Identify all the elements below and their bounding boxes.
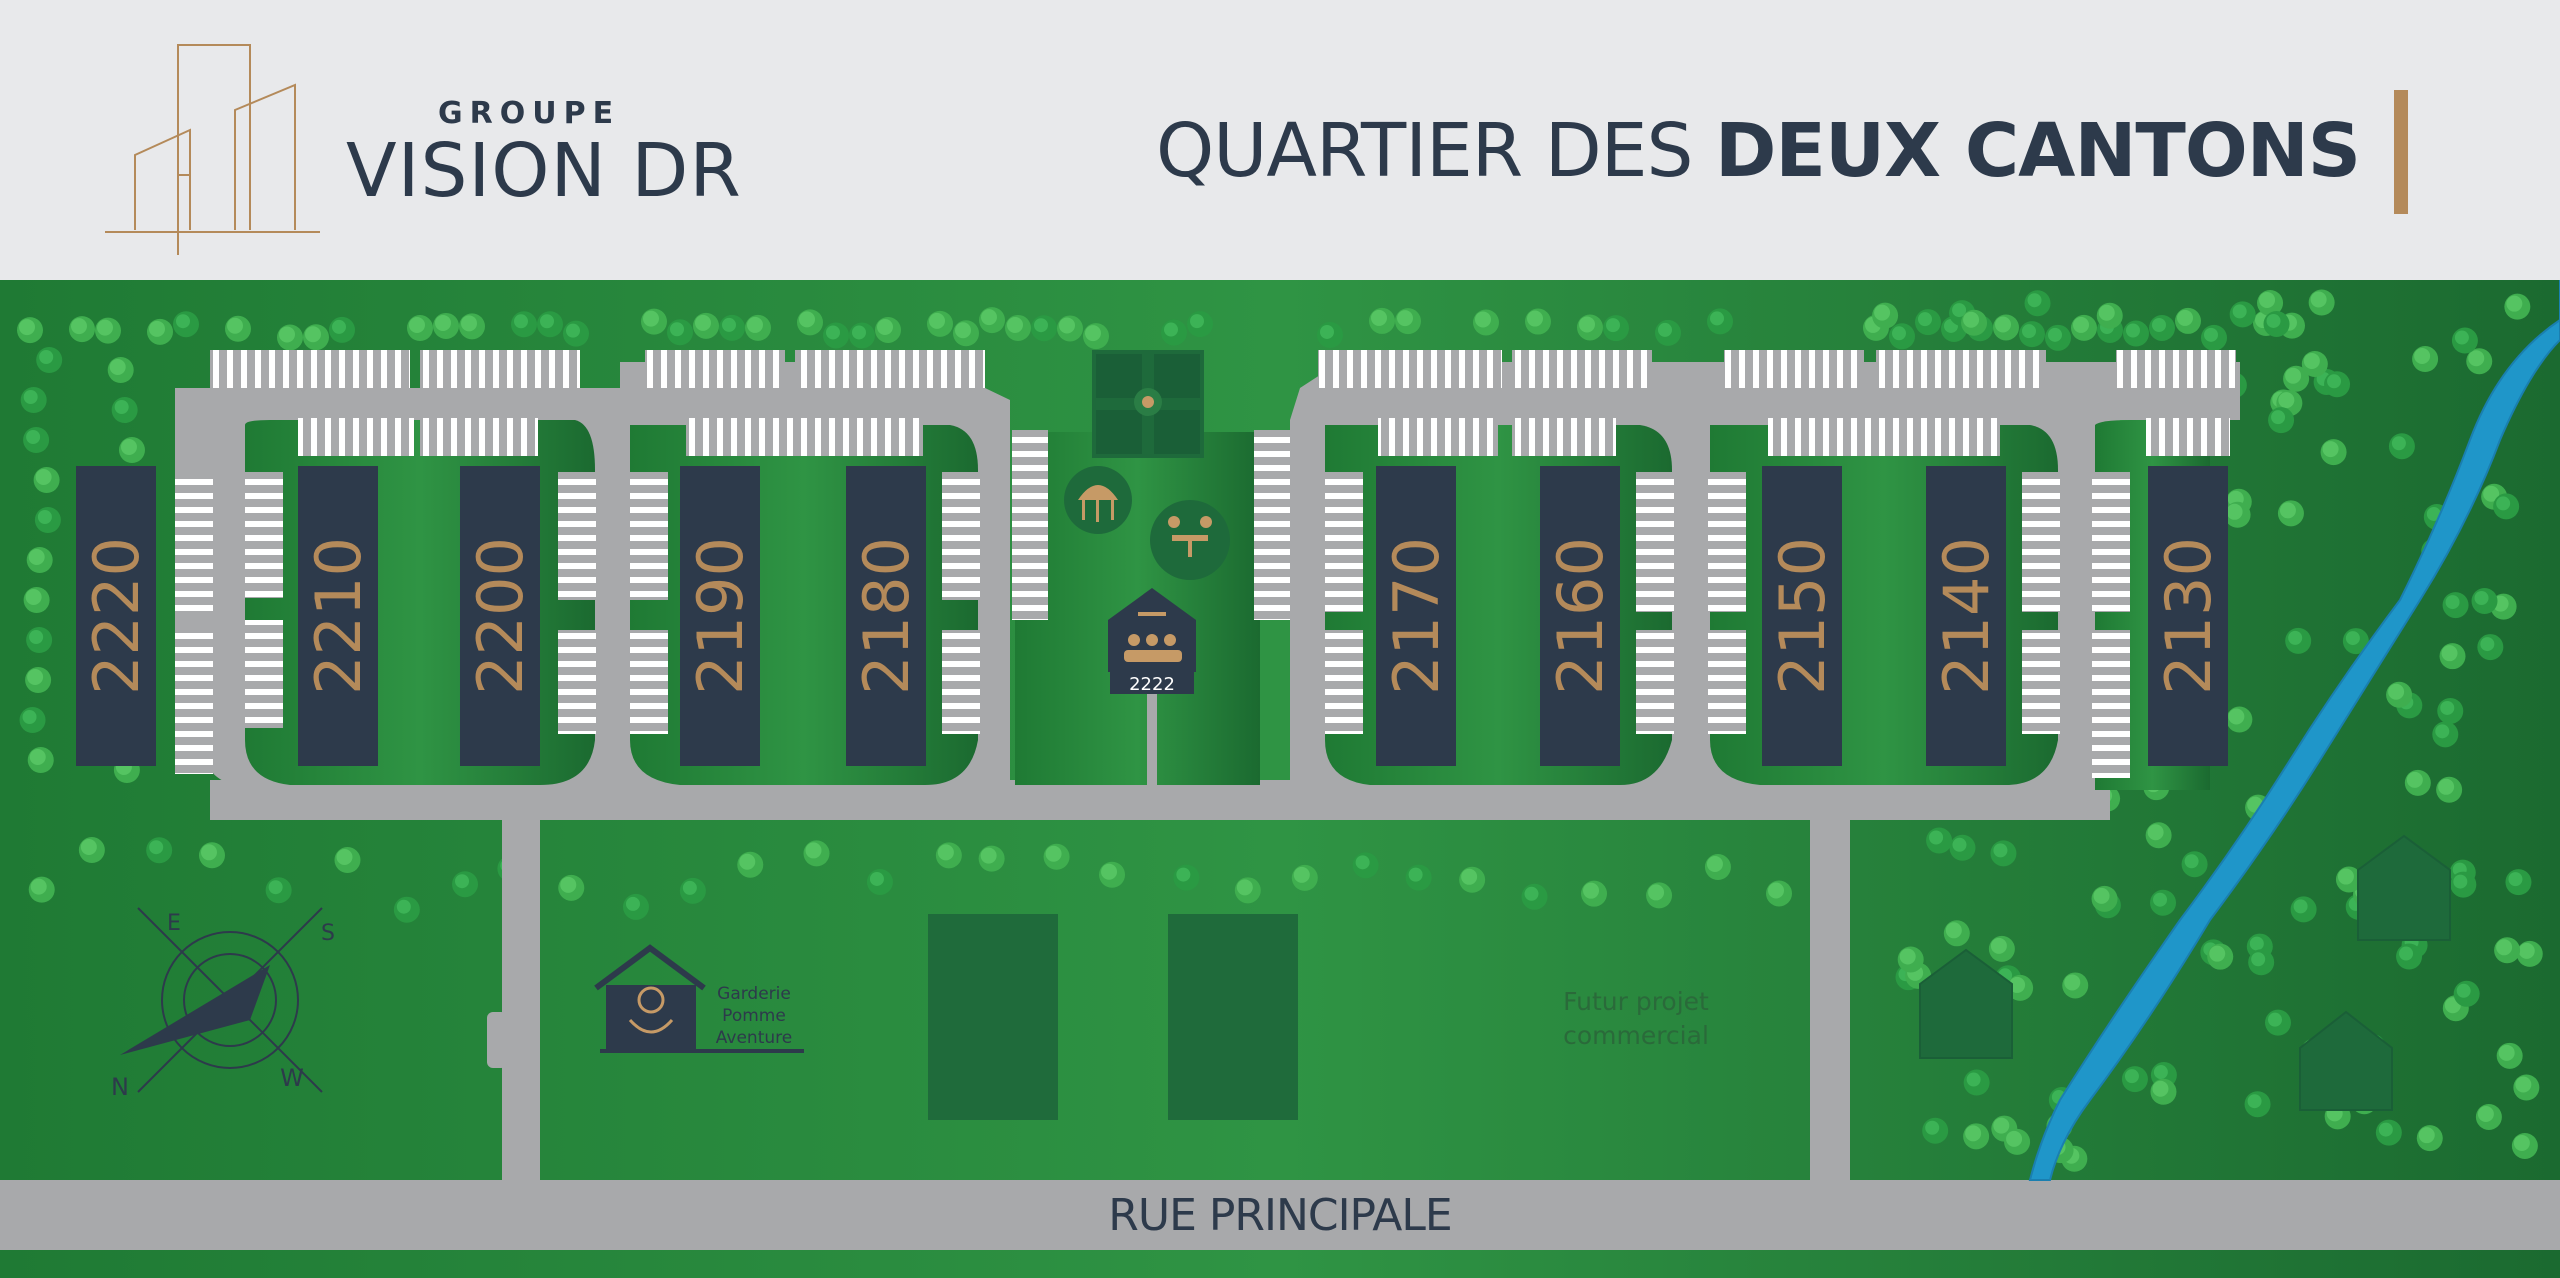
building-label: 2180 (850, 537, 923, 695)
compass-s: S (321, 921, 335, 946)
brand-logo-icon (105, 44, 320, 255)
future-project-label-2: commercial (1563, 1021, 1709, 1050)
community-house-icon (1108, 588, 1196, 788)
brand-small-text: GROUPE (438, 96, 621, 131)
future-project-label-1: Futur projet (1563, 987, 1709, 1016)
gazebo-icon (1064, 466, 1132, 534)
building-label: 2210 (302, 537, 375, 695)
building-2170: 2170 (1376, 466, 1456, 766)
building-2130: 2130 (2148, 466, 2228, 766)
building-label: 2190 (684, 537, 757, 695)
sports-court (1092, 350, 1204, 458)
building-2160: 2160 (1540, 466, 1620, 766)
street-label: RUE PRINCIPALE (1108, 1190, 1452, 1241)
daycare-label-3: Aventure (716, 1028, 792, 1048)
building-label: 2140 (1930, 537, 2003, 695)
compass-w: W (280, 1064, 304, 1092)
community-center-number: 2222 (1129, 674, 1175, 695)
building-label: 2170 (1380, 537, 1453, 695)
building-2190: 2190 (680, 466, 760, 766)
title-light: QUARTIER DES (1155, 108, 1715, 194)
field-1 (928, 914, 1058, 1120)
parking-spaces (175, 350, 2236, 778)
building-label: 2200 (464, 537, 537, 695)
building-2220: 2220 (76, 466, 156, 766)
compass-e: E (167, 911, 181, 936)
building-2200: 2200 (460, 466, 540, 766)
page-title: QUARTIER DES DEUX CANTONS (1155, 108, 2361, 194)
building-label: 2150 (1766, 537, 1839, 695)
houses-east (1919, 834, 2451, 1111)
building-2180: 2180 (846, 466, 926, 766)
picnic-icon (1150, 500, 1230, 580)
building-label: 2130 (2152, 537, 2225, 695)
title-bold: DEUX CANTONS (1714, 108, 2361, 194)
daycare-house-icon (594, 944, 804, 1053)
site-map: 2220 2210 2200 2190 2180 2170 2160 2150 2140 2130 (0, 280, 2560, 1278)
title-accent-bar (2394, 90, 2408, 214)
building-label: 2220 (80, 537, 153, 695)
daycare-label-2: Pomme (722, 1006, 786, 1026)
header: GROUPE VISION DR QUARTIER DES DEUX CANTO… (0, 0, 2560, 280)
field-2 (1168, 914, 1298, 1120)
building-2150: 2150 (1762, 466, 1842, 766)
street (0, 1180, 2560, 1250)
brand-name: VISION DR (346, 128, 742, 214)
building-2140: 2140 (1926, 466, 2006, 766)
compass-icon: N E S W (111, 907, 335, 1101)
buildings: 2220 2210 2200 2190 2180 2170 2160 2150 2140 2130 (76, 466, 2228, 766)
daycare-label-1: Garderie (717, 984, 791, 1004)
building-2210: 2210 (298, 466, 378, 766)
compass-n: N (111, 1073, 129, 1101)
river (2028, 280, 2560, 1181)
building-label: 2160 (1544, 537, 1617, 695)
